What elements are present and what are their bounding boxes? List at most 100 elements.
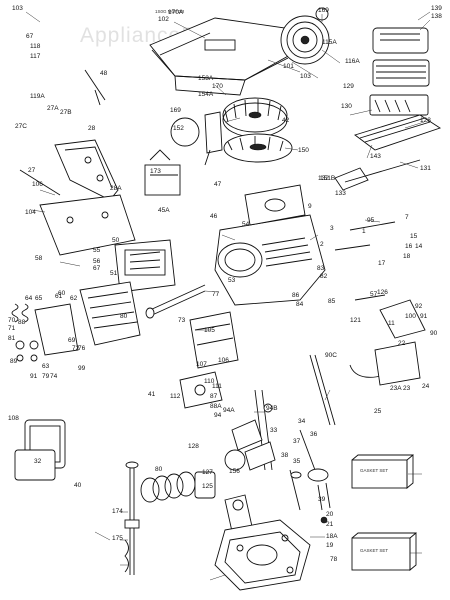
intake-tube	[145, 284, 206, 319]
part-callout: 156	[229, 468, 240, 475]
part-callout: 100	[405, 313, 416, 320]
part-callout: 7	[405, 214, 409, 221]
blower-housing	[149, 17, 291, 96]
part-callout: 33	[270, 427, 278, 434]
gasket-box-2-text: GASKET SET	[360, 548, 388, 553]
part-callout: 61	[55, 293, 63, 300]
part-callout: 40	[74, 482, 82, 489]
part-callout: 62	[70, 295, 78, 302]
part-callout: 3	[330, 225, 334, 232]
part-callout: 91	[420, 313, 428, 320]
part-callout: 170	[212, 83, 223, 90]
part-callout: 138	[431, 13, 442, 20]
camshaft	[289, 429, 329, 511]
part-callout: 90C	[325, 352, 337, 359]
part-callout: 102	[158, 16, 169, 23]
cylinder-head	[34, 281, 141, 356]
part-callout: 94B	[266, 405, 278, 412]
part-callout: 2	[320, 241, 324, 248]
part-callout: 41	[148, 391, 156, 398]
part-callout: 28	[88, 125, 96, 132]
governor-assy	[144, 149, 181, 196]
part-callout: 78	[330, 556, 338, 563]
part-callout: 19	[326, 542, 334, 549]
fuel-line	[349, 294, 426, 386]
part-callout: 128	[188, 443, 199, 450]
part-callout: 107	[196, 361, 207, 368]
linkage-rods	[19, 69, 396, 426]
part-callout: 118	[30, 43, 41, 50]
part-callout: 70	[8, 317, 16, 324]
part-callout: 37	[293, 438, 301, 445]
part-callout: 101	[283, 63, 294, 70]
part-callout: 128	[420, 117, 431, 124]
part-callout: 80	[155, 466, 163, 473]
carburetor	[114, 239, 176, 293]
part-callout: 15	[410, 233, 418, 240]
part-callout: 81	[8, 335, 16, 342]
ignition-coil	[170, 111, 223, 166]
part-callout: 18A	[326, 533, 338, 540]
fuel-tank-bracket	[179, 371, 223, 409]
part-callout: 45A	[158, 207, 170, 214]
part-callout: 106	[32, 181, 43, 188]
part-callout: 27C	[15, 123, 27, 130]
control-bracket	[54, 139, 119, 201]
part-callout: 50	[112, 237, 120, 244]
part-callout: 80	[120, 313, 128, 320]
part-callout: 116A	[345, 58, 360, 65]
air-filter-cover	[369, 27, 430, 116]
part-callout: 132	[318, 175, 329, 182]
part-callout: 39	[318, 496, 326, 503]
part-callout: 14	[415, 243, 423, 250]
part-callout: 23	[403, 385, 411, 392]
part-callout: 169	[318, 7, 329, 14]
piston-rings	[140, 449, 246, 503]
part-callout: 170A	[168, 9, 184, 16]
tappets	[317, 482, 331, 524]
crankshaft	[231, 389, 276, 471]
part-callout: 169	[170, 107, 181, 114]
part-callout: 46	[210, 213, 218, 220]
part-callout: 110	[204, 378, 215, 385]
part-callout: 150	[298, 147, 309, 154]
part-callout: 27A	[47, 105, 59, 112]
part-callout: 108	[8, 415, 19, 422]
part-callout: 56	[93, 258, 101, 265]
part-callout: 106	[218, 357, 229, 364]
part-callout: 117	[30, 53, 41, 60]
part-callout: 130	[341, 103, 352, 110]
part-callout: 48	[100, 70, 108, 77]
dipstick-tube	[124, 461, 140, 575]
part-callout: 103	[300, 73, 311, 80]
part-callout: 67	[26, 33, 34, 40]
part-callout: 154A	[198, 91, 214, 98]
part-callout: 17	[378, 260, 386, 267]
part-callout: 42	[282, 117, 290, 124]
part-callout: 175	[112, 535, 123, 542]
part-callout: 173	[150, 168, 161, 175]
part-callout: 151B	[320, 175, 335, 182]
part-callout: 57	[370, 291, 378, 298]
valve-springs	[11, 303, 39, 362]
part-callout: 47	[214, 181, 222, 188]
part-callout: 16	[405, 243, 413, 250]
part-callout: 27B	[60, 109, 72, 116]
part-callout: 9	[308, 203, 312, 210]
part-callout: 28A	[110, 185, 122, 192]
part-callout: 105	[204, 327, 215, 334]
part-callout: 121	[350, 317, 361, 324]
header-code: 1S0G MOTOR	[155, 9, 185, 14]
part-callout: 71	[8, 325, 16, 332]
part-callout: 112	[170, 393, 181, 400]
part-callout: 152	[173, 125, 184, 132]
oil-seal-small	[14, 419, 66, 481]
part-callout: 82	[320, 273, 328, 280]
part-callout: 24	[422, 383, 430, 390]
gasket-set-box-1: GASKET SET	[351, 454, 414, 489]
part-callout: 32	[34, 458, 42, 465]
part-callout: 87	[210, 393, 218, 400]
part-callout: 18	[403, 253, 411, 260]
